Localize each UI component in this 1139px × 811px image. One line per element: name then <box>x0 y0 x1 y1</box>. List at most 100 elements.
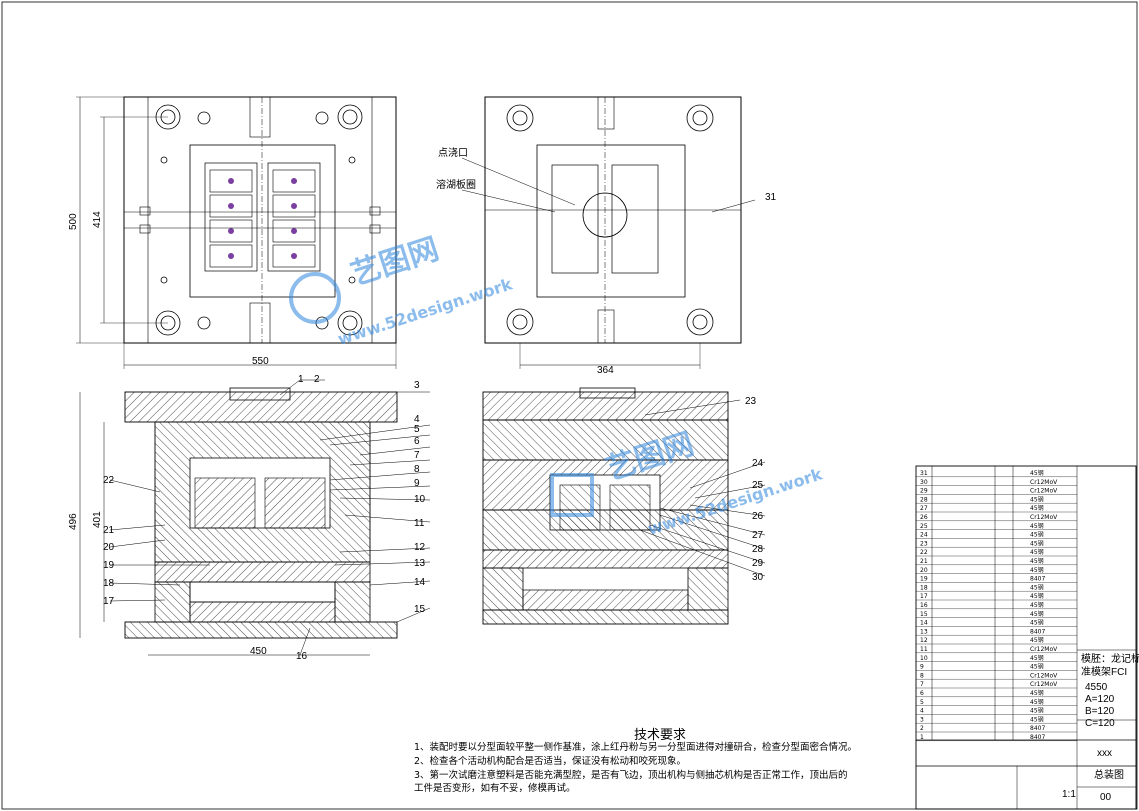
bom-row-number: 25 <box>920 523 928 530</box>
bom-row-number: 24 <box>920 532 928 539</box>
callout-31: 31 <box>765 192 777 203</box>
bom-table <box>915 465 1137 810</box>
bom-row-number: 19 <box>920 576 928 583</box>
dim-height-401: 401 <box>92 511 103 528</box>
bom-row-number: 13 <box>920 628 928 635</box>
bom-row-material: 45钢 <box>1030 654 1044 662</box>
callout-8: 8 <box>414 464 420 475</box>
bom-row-number: 23 <box>920 540 928 547</box>
dim-width-364: 364 <box>597 365 614 376</box>
dim-height-414: 414 <box>92 211 103 228</box>
tech-req-1: 1、装配时要以分型面较平整一侧作基准，涂上红丹粉与另一分型面进得对撞研合，检查分… <box>414 742 858 753</box>
callout-26: 26 <box>752 511 764 522</box>
dim-width-550: 550 <box>252 356 269 367</box>
bom-row-number: 10 <box>920 655 928 662</box>
bom-row-material: 45钢 <box>1030 495 1044 503</box>
tb-c: C=120 <box>1085 718 1115 729</box>
tech-req-3: 3、第一次试磨注意塑料是否能充满型腔，是否有飞边，顶出机构与侧抽芯机构是否正常工… <box>414 770 848 781</box>
callout-11: 11 <box>414 518 425 529</box>
bom-row-material: 8407 <box>1030 576 1045 583</box>
callout-15: 15 <box>414 604 426 615</box>
callout-25: 25 <box>752 480 764 491</box>
bom-row-material: 45钢 <box>1030 583 1044 591</box>
tb-drawing-name: 总装图 <box>1094 768 1124 781</box>
bom-row-material: 45钢 <box>1030 557 1044 565</box>
bom-row-number: 30 <box>920 479 928 486</box>
bom-row-material: 45钢 <box>1030 715 1044 723</box>
bom-row-number: 15 <box>920 611 928 618</box>
tech-req-title: 技术要求 <box>634 728 687 743</box>
bom-row-material: 45钢 <box>1030 531 1044 539</box>
bom-row-number: 6 <box>920 690 924 697</box>
tb-code: 4550 <box>1085 682 1108 693</box>
callout-1: 1 <box>298 374 304 385</box>
callout-labels-right: 23 24 25 26 27 28 29 30 <box>745 396 764 583</box>
callout-29: 29 <box>752 558 764 569</box>
callout-14: 14 <box>414 577 426 588</box>
bom-row-number: 18 <box>920 584 928 591</box>
bom-row-material: 45钢 <box>1030 522 1044 530</box>
bom-row-number: 16 <box>920 602 928 609</box>
callout-28: 28 <box>752 544 764 555</box>
callout-12: 12 <box>414 542 426 553</box>
callout-21: 21 <box>103 525 115 536</box>
bom-row-number: 3 <box>920 716 924 723</box>
callout-22: 22 <box>103 475 115 486</box>
bom-row-number: 9 <box>920 664 924 671</box>
tb-a: A=120 <box>1085 694 1115 705</box>
callout-27: 27 <box>752 530 764 541</box>
callout-4: 4 <box>414 414 420 425</box>
bom-row-material: 8407 <box>1030 734 1045 741</box>
callout-17: 17 <box>103 596 115 607</box>
bom-row-number: 28 <box>920 496 928 503</box>
bom-row-number: 29 <box>920 488 928 495</box>
dim-height-496: 496 <box>68 513 79 530</box>
callout-10: 10 <box>414 494 426 505</box>
watermark-top: 艺图网 www.52design.work <box>289 232 515 349</box>
callout-24: 24 <box>752 458 764 469</box>
plan-view-right: 364 点浇口 溶湖板圈 31 <box>436 96 777 376</box>
annotation-insert: 溶湖板圈 <box>436 178 476 191</box>
bom-row-material: 45钢 <box>1030 610 1044 618</box>
tb-b: B=120 <box>1085 706 1115 717</box>
bom-row-material: 45钢 <box>1030 619 1044 627</box>
dim-width-450: 450 <box>250 646 267 657</box>
callout-19: 19 <box>103 560 115 571</box>
tb-scale: 1:1 <box>1062 789 1076 800</box>
bom-row-material: Cr12MoV <box>1030 488 1058 495</box>
callout-5: 5 <box>414 424 420 435</box>
callout-2: 2 <box>314 374 320 385</box>
callouts-right <box>639 399 766 577</box>
bom-row-material: 45钢 <box>1030 566 1044 574</box>
bom-row-material: 45钢 <box>1030 469 1044 477</box>
bom-row-number: 21 <box>920 558 928 565</box>
tb-xxx: xxx <box>1097 748 1112 759</box>
bom-row-material: 45钢 <box>1030 636 1044 644</box>
section-view-right <box>482 387 729 625</box>
bom-row-number: 7 <box>920 681 924 688</box>
bom-row-material: Cr12MoV <box>1030 514 1058 521</box>
callout-18: 18 <box>103 578 115 589</box>
callouts-left <box>109 379 431 656</box>
watermark-brand: 艺图网 <box>347 232 443 293</box>
callout-labels-left: 1 2 3 4 5 6 7 8 9 10 11 12 13 14 15 16 1… <box>103 374 426 662</box>
tech-req-2: 2、检查各个活动机构配合是否适当，保证没有松动和咬死现象。 <box>414 756 687 767</box>
bom-row-number: 26 <box>920 514 928 521</box>
callout-16: 16 <box>296 651 308 662</box>
annotation-gate: 点浇口 <box>438 146 468 159</box>
bom-row-number: 5 <box>920 699 924 706</box>
tb-std: 准模架FCI <box>1081 666 1127 678</box>
callout-20: 20 <box>103 542 115 553</box>
bom-row-material: 45钢 <box>1030 689 1044 697</box>
bom-row-material: Cr12MoV <box>1030 681 1058 688</box>
bom-row-material: 45钢 <box>1030 539 1044 547</box>
bom-row-number: 2 <box>920 725 924 732</box>
plan-view-left: 500 414 550 <box>68 96 397 369</box>
bom-row-number: 27 <box>920 505 928 512</box>
callout-23: 23 <box>745 396 757 407</box>
bom-row-material: 45钢 <box>1030 592 1044 600</box>
bom-row-material: Cr12MoV <box>1030 479 1058 486</box>
bom-row-number: 4 <box>920 708 924 715</box>
